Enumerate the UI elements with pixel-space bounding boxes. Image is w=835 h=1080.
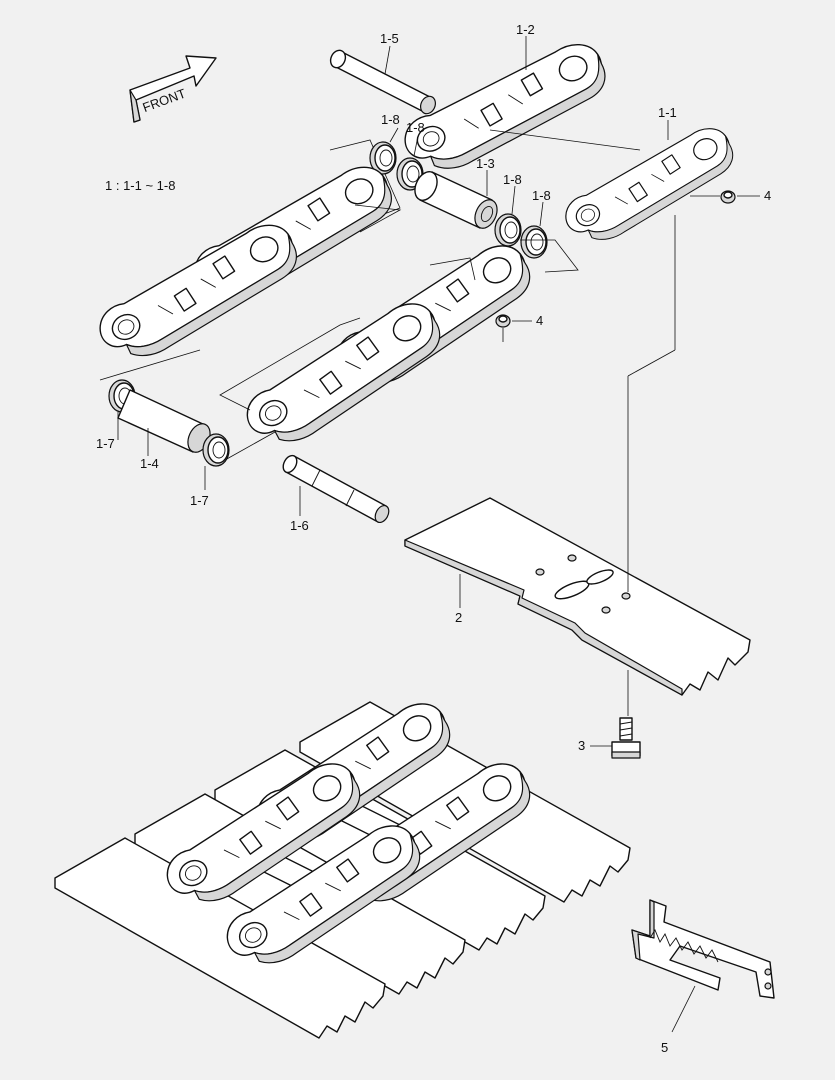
link-left-front <box>87 215 312 372</box>
label-1-8-d: 1-8 <box>532 188 551 203</box>
label-1-6: 1-6 <box>290 518 309 533</box>
seal-1-7-b <box>202 433 230 467</box>
nut-4-top <box>720 190 736 204</box>
label-1-7-b: 1-7 <box>190 493 209 508</box>
pin-1-6 <box>282 454 390 524</box>
bushing-1-3 <box>414 171 498 229</box>
assembly-note: 1 : 1-1 ~ 1-8 <box>105 178 175 193</box>
nut-4-middle <box>495 314 511 328</box>
front-arrow-icon: FRONT <box>129 55 217 123</box>
label-2: 2 <box>455 610 462 625</box>
label-1-5: 1-5 <box>380 31 399 46</box>
link-center-front <box>233 293 456 459</box>
label-1-8-b: 1-8 <box>406 120 425 135</box>
label-1-1: 1-1 <box>658 105 677 120</box>
label-1-2: 1-2 <box>516 22 535 37</box>
label-3: 3 <box>578 738 585 753</box>
link-1-1 <box>554 120 746 254</box>
label-1-8-a: 1-8 <box>381 112 400 127</box>
label-1-4: 1-4 <box>140 456 159 471</box>
label-1-8-c: 1-8 <box>503 172 522 187</box>
label-1-7-a: 1-7 <box>96 436 115 451</box>
bushing-1-4 <box>117 389 211 453</box>
label-1-3: 1-3 <box>476 156 495 171</box>
label-5: 5 <box>661 1040 668 1055</box>
track-shoe-2 <box>404 497 751 696</box>
label-4-middle: 4 <box>536 313 543 328</box>
pin-1-5 <box>329 49 436 115</box>
seal-1-8-c <box>494 213 522 247</box>
track-guard-5 <box>631 899 775 999</box>
bolt-3 <box>611 717 641 759</box>
label-4-top: 4 <box>764 188 771 203</box>
seal-1-8-d <box>520 225 548 259</box>
track-assembly <box>54 693 631 1039</box>
